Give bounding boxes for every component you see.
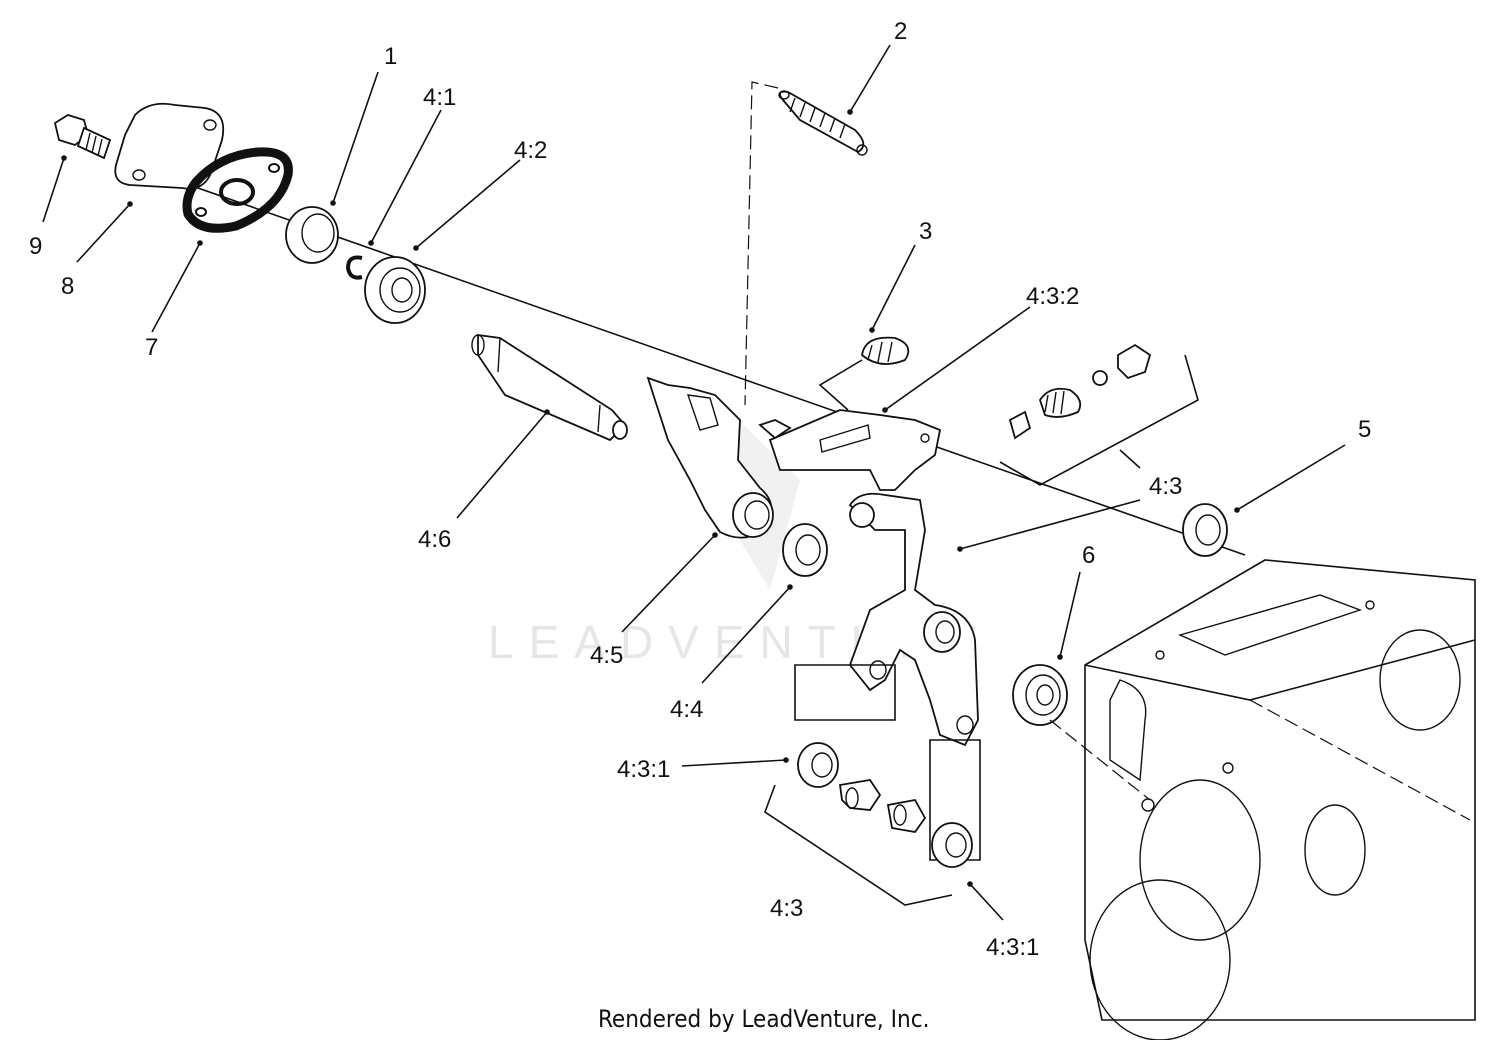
pin-left bbox=[838, 779, 882, 811]
leader-lines bbox=[42, 44, 1346, 921]
spring-2-attachment-line bbox=[744, 81, 779, 406]
engine-block bbox=[1049, 559, 1476, 1040]
spring-3-attachment-line bbox=[818, 359, 863, 411]
adjusting-screw-assembly bbox=[1008, 343, 1152, 440]
callout-8[interactable]: 8 bbox=[61, 273, 74, 300]
part-4-3-1-bushing-right bbox=[931, 822, 973, 868]
group-4-3-bracket-top bbox=[999, 354, 1199, 486]
callout-4-2[interactable]: 4:2 bbox=[514, 137, 547, 164]
part-9-bolt bbox=[53, 114, 112, 160]
part-7-gasket bbox=[182, 147, 293, 233]
callout-labels: 1 2 3 5 6 7 8 9 4:1 4:2 4:3:2 4:3 4:6 4:… bbox=[29, 18, 1371, 961]
part-4-6-shaft bbox=[471, 333, 628, 442]
part-4-5-lever bbox=[646, 376, 774, 539]
part-4-3-2-bracket bbox=[758, 409, 942, 491]
panel-outline-left bbox=[794, 664, 896, 721]
panel-outline-right bbox=[929, 739, 981, 861]
part-4-3-governor-lever bbox=[848, 492, 979, 747]
callout-3[interactable]: 3 bbox=[919, 218, 932, 245]
callout-2[interactable]: 2 bbox=[894, 18, 907, 45]
part-4-4-washer bbox=[782, 523, 828, 577]
callout-4-3-bottom[interactable]: 4:3 bbox=[770, 895, 803, 922]
leader-dots bbox=[61, 109, 1240, 887]
assembly-centerline bbox=[117, 159, 1246, 556]
callout-9[interactable]: 9 bbox=[29, 233, 42, 260]
pin-right bbox=[886, 798, 927, 833]
callout-7[interactable]: 7 bbox=[145, 334, 158, 361]
part-6-bearing bbox=[1012, 664, 1068, 726]
callout-4-6[interactable]: 4:6 bbox=[418, 526, 451, 553]
part-4-1-snap-ring bbox=[345, 255, 363, 280]
part-4-3-1-bushing-left bbox=[797, 742, 839, 788]
part-1-bushing bbox=[285, 206, 339, 264]
footer-credit: Rendered by LeadVenture, Inc. bbox=[598, 1005, 929, 1033]
group-4-3-bracket-bottom bbox=[764, 784, 953, 906]
callout-4-1[interactable]: 4:1 bbox=[423, 84, 456, 111]
callout-4-3-top[interactable]: 4:3 bbox=[1149, 473, 1182, 500]
callout-1[interactable]: 1 bbox=[384, 43, 397, 70]
part-2-spring bbox=[778, 90, 868, 156]
callout-4-5[interactable]: 4:5 bbox=[590, 642, 623, 669]
part-5-seal bbox=[1182, 503, 1228, 557]
callout-5[interactable]: 5 bbox=[1358, 416, 1371, 443]
callout-6[interactable]: 6 bbox=[1082, 542, 1095, 569]
part-3-spring bbox=[861, 336, 910, 365]
part-4-2-bearing bbox=[364, 256, 426, 324]
callout-4-3-1-left[interactable]: 4:3:1 bbox=[617, 756, 670, 783]
callout-4-3-2[interactable]: 4:3:2 bbox=[1026, 283, 1079, 310]
callout-4-3-1-right[interactable]: 4:3:1 bbox=[986, 934, 1039, 961]
callout-4-4[interactable]: 4:4 bbox=[670, 696, 703, 723]
